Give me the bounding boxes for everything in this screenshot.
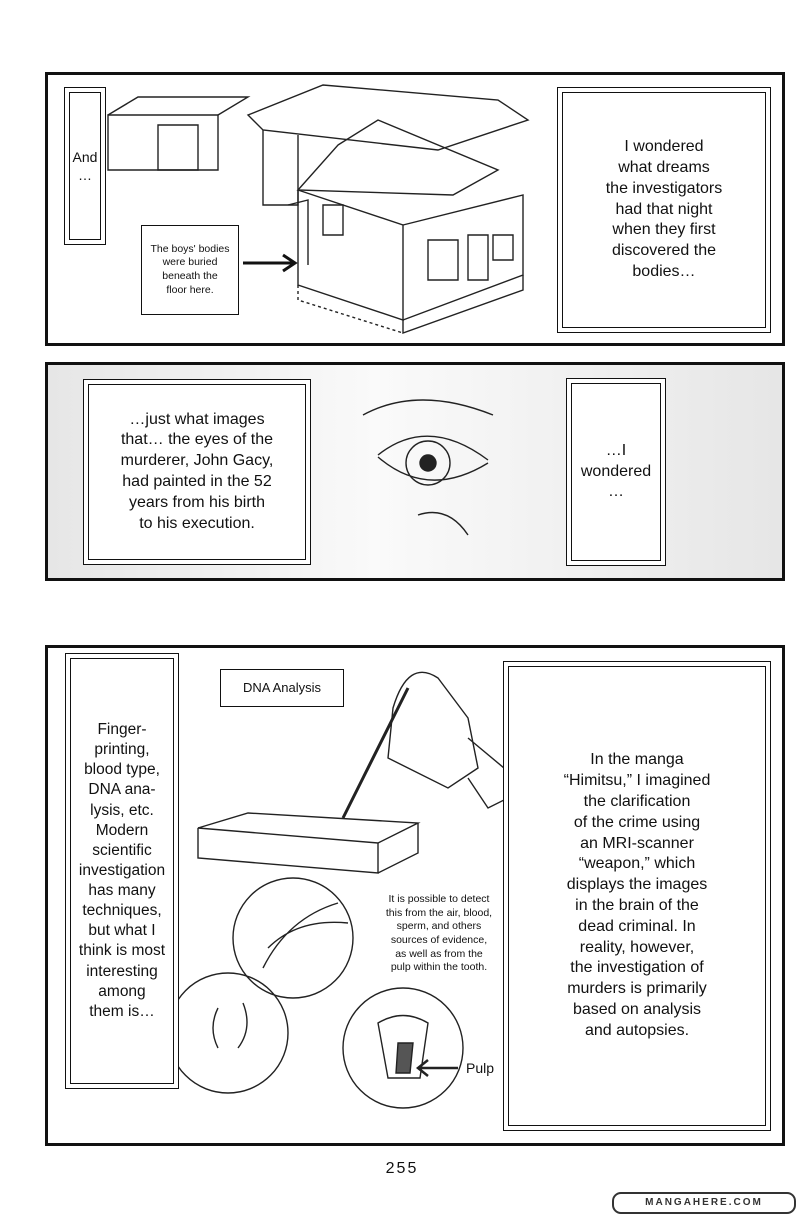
house-illustration <box>107 84 530 334</box>
caption-gacy-eyes: …just what images that… the eyes of the … <box>83 379 311 565</box>
caption-himitsu-manga: In the manga “Himitsu,” I imagined the c… <box>503 661 771 1131</box>
caption-investigators-dreams: I wondered what dreams the investigators… <box>557 87 771 333</box>
panel-house: And … The boys' bodies were buried benea… <box>45 72 785 346</box>
caption-i-wondered: …I wondered … <box>566 378 666 566</box>
caption-and: And … <box>64 87 106 245</box>
label-dna-analysis: DNA Analysis <box>220 669 344 707</box>
caption-forensic-techniques: Finger- printing, blood type, DNA ana- l… <box>65 653 179 1089</box>
panel-dna: Finger- printing, blood type, DNA ana- l… <box>45 645 785 1146</box>
lab-illustration <box>167 671 530 1109</box>
eye-illustration <box>362 399 494 536</box>
note-bodies-buried: The boys' bodies were buried beneath the… <box>141 225 239 315</box>
arrow-icon <box>243 253 298 273</box>
panel-eye: …just what images that… the eyes of the … <box>45 362 785 581</box>
page-number: 255 <box>385 1160 419 1177</box>
watermark-logo: MANGAHERE.COM <box>612 1192 796 1214</box>
note-detection-sources: It is possible to detect this from the a… <box>385 893 493 974</box>
label-pulp: Pulp <box>465 1059 495 1076</box>
